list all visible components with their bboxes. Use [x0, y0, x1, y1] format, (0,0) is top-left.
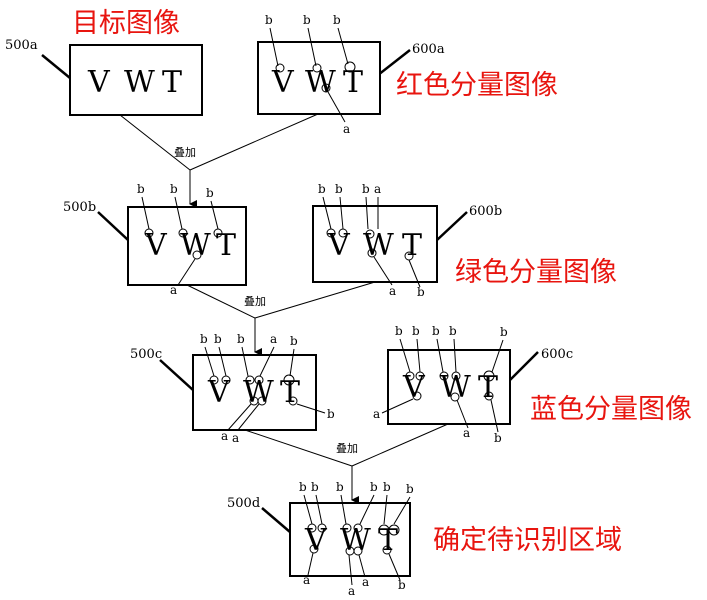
mark-b: b — [398, 578, 406, 592]
mark-a: a — [373, 407, 380, 421]
mark-b: b — [494, 431, 502, 445]
letter-w: W — [180, 228, 211, 263]
box-600a — [257, 41, 381, 115]
mark-a: a — [374, 182, 381, 196]
mark-b: b — [449, 324, 457, 338]
leader-500b — [97, 211, 129, 241]
label-600b: 600b — [469, 204, 502, 219]
letter-t: T — [216, 228, 236, 263]
mark-b: b — [303, 13, 311, 27]
mark-a: a — [170, 283, 177, 297]
mark-b: b — [327, 407, 335, 421]
overlay-label: 叠加 — [174, 146, 196, 159]
caption-red: 红色分量图像 — [396, 70, 558, 101]
mark-b: b — [206, 186, 214, 200]
letter-w: W — [363, 228, 394, 263]
letter-w: W — [340, 523, 371, 558]
letter-v: V — [87, 65, 111, 100]
leader-600b — [436, 211, 468, 241]
mark-b: b — [170, 182, 178, 196]
mark-a: a — [343, 122, 350, 136]
label-500a: 500a — [5, 38, 38, 53]
box-500c — [192, 354, 317, 431]
box-500a — [69, 44, 203, 116]
mark-b: b — [214, 332, 222, 346]
leader-500c — [159, 359, 194, 391]
leader-600c — [509, 351, 539, 381]
leader-500a — [41, 54, 71, 79]
mark-b: b — [200, 332, 208, 346]
mark-b: b — [412, 324, 420, 338]
marker-circle — [312, 63, 322, 73]
letter-t: T — [280, 375, 300, 410]
caption-result: 确定待识别区域 — [433, 525, 622, 556]
label-600c: 600c — [541, 347, 573, 362]
mark-b: b — [299, 480, 307, 494]
mark-b: b — [417, 285, 425, 299]
letter-t: T — [402, 228, 422, 263]
mark-b: b — [265, 13, 273, 27]
mark-b: b — [311, 480, 319, 494]
mark-b: b — [362, 182, 370, 196]
marker-circle — [344, 61, 356, 73]
mark-b: b — [395, 324, 403, 338]
mark-b: b — [383, 480, 391, 494]
mark-b: b — [500, 325, 508, 339]
mark-a: a — [463, 426, 470, 440]
label-500b: 500b — [63, 200, 96, 215]
label-500d: 500d — [227, 496, 260, 511]
overlay-label: 叠加 — [336, 442, 358, 455]
letter-t: T — [162, 65, 182, 100]
mark-a: a — [221, 429, 228, 443]
mark-b: b — [137, 182, 145, 196]
label-600a: 600a — [412, 42, 445, 57]
mark-a: a — [362, 575, 369, 589]
mark-b: b — [290, 334, 298, 348]
letter-t: T — [343, 65, 363, 100]
letter-w: W — [305, 65, 336, 100]
mark-a: a — [232, 431, 239, 445]
mark-a: a — [303, 573, 310, 587]
caption-blue: 蓝色分量图像 — [530, 394, 692, 425]
mark-b: b — [370, 480, 378, 494]
letter-t: T — [378, 523, 398, 558]
caption-green: 绿色分量图像 — [455, 257, 617, 288]
mark-b: b — [406, 482, 414, 496]
mark-b: b — [335, 182, 343, 196]
mark-b: b — [336, 480, 344, 494]
mark-a: a — [389, 284, 396, 298]
overlay-label: 叠加 — [244, 295, 266, 308]
letter-v: V — [144, 228, 168, 263]
letter-w: W — [124, 65, 155, 100]
mark-a: a — [348, 584, 355, 598]
label-500c: 500c — [130, 347, 162, 362]
caption-target: 目标图像 — [72, 8, 180, 39]
marker-circle — [321, 83, 331, 93]
leader-600a — [377, 49, 411, 76]
mark-b: b — [237, 332, 245, 346]
marker-circle — [275, 63, 285, 73]
box-600c — [387, 349, 511, 425]
mark-b: b — [432, 324, 440, 338]
mark-b: b — [318, 182, 326, 196]
leader-500d — [261, 507, 291, 533]
mark-b: b — [333, 13, 341, 27]
letter-w: W — [440, 370, 471, 405]
letter-v: V — [207, 375, 231, 410]
mark-a: a — [270, 332, 277, 346]
box-600b — [312, 205, 438, 283]
